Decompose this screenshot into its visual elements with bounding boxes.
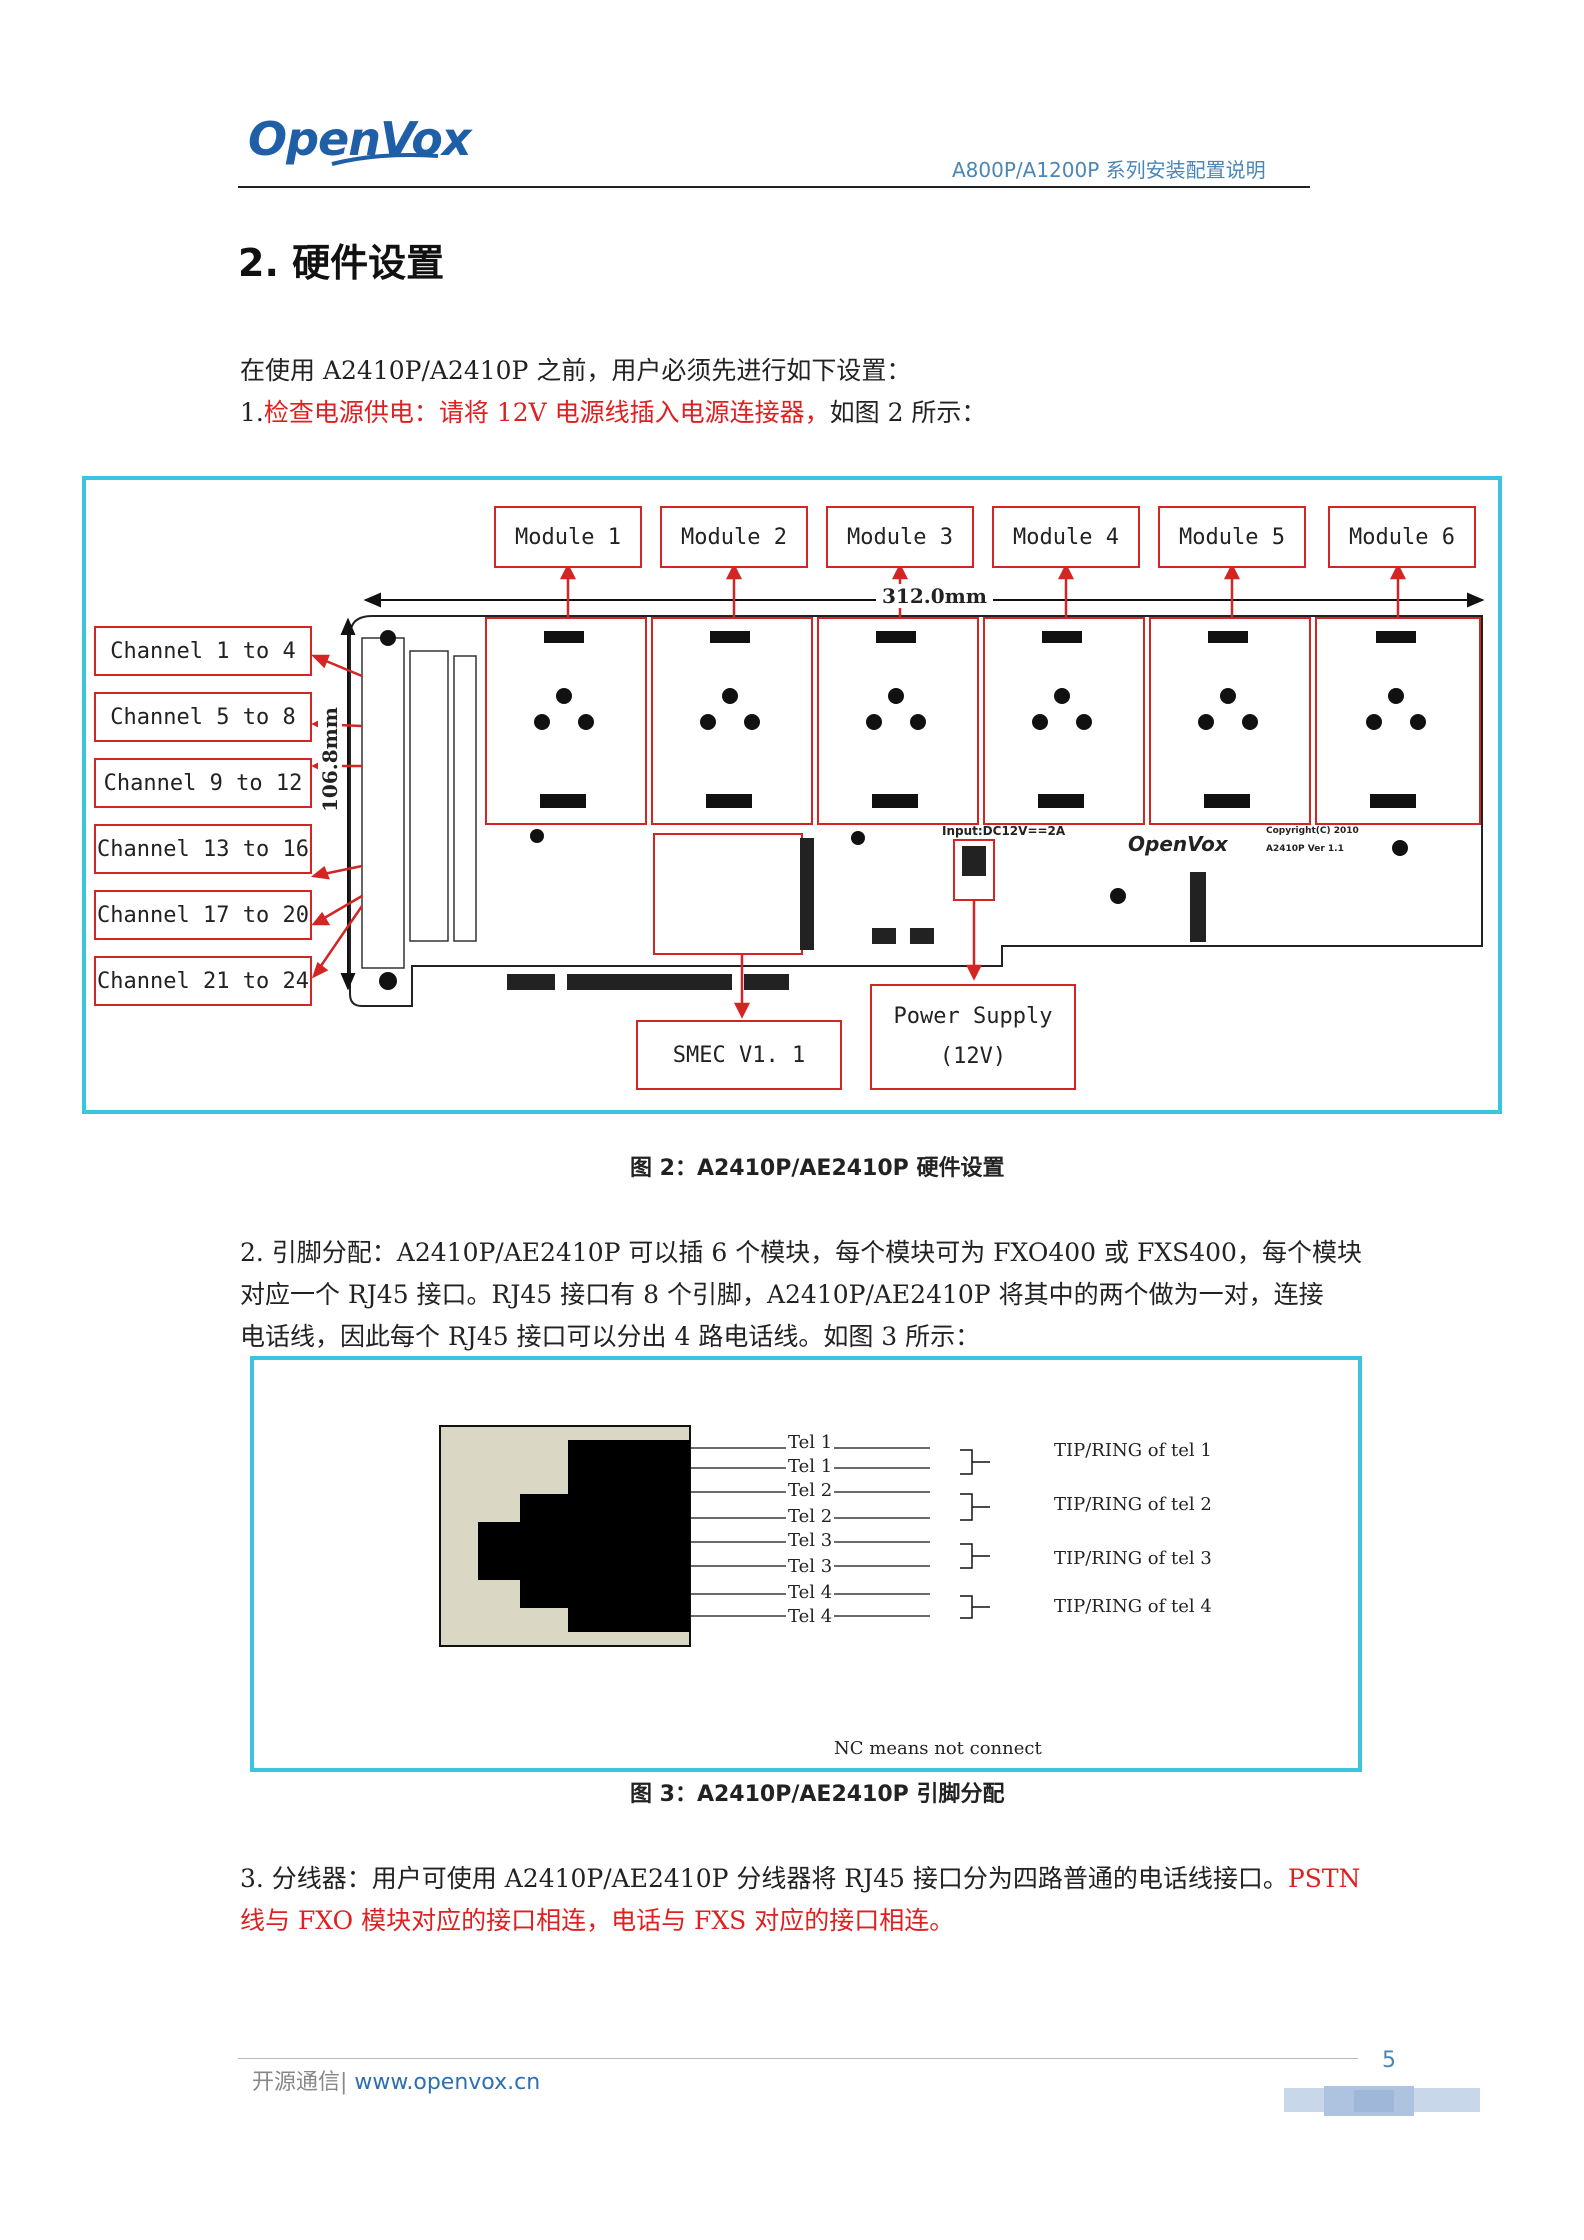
edge-connector-right [744,974,789,990]
step-3-text: 3. 分线器：用户可使用 A2410P/AE2410P 分线器将 RJ45 接口… [240,1864,1288,1893]
pin-1-label: Tel 1 [786,1432,835,1453]
step-3-line-2: 线与 FXO 模块对应的接口相连，电话与 FXS 对应的接口相连。 [240,1906,955,1935]
document-title: A800P/A1200P 系列安装配置说明 [952,158,1266,182]
board-diagram [310,563,1485,1019]
smec-arrow [733,954,751,1019]
module-1-label: Module 1 [494,506,642,568]
power-supply-line-2: (12V) [939,1044,1007,1069]
step-2-line-3: 电话线，因此每个 RJ45 接口可以分出 4 路电话线。如图 3 所示： [240,1322,981,1351]
board-brand-label: OpenVox [1128,832,1228,856]
module-6-label: Module 6 [1328,506,1476,568]
pin-7-label: Tel 4 [786,1582,835,1603]
figure-3-frame [250,1356,1362,1772]
smec-label: SMEC V1. 1 [636,1020,842,1090]
module-arrows [559,563,1407,618]
channel-1-4-label: Channel 1 to 4 [94,626,312,676]
module-2-label: Module 2 [660,506,808,568]
header-divider [238,186,1310,188]
logo-swoosh-icon [331,153,439,166]
step-1-suffix: 如图 2 所示： [829,398,987,427]
step-2-line-2: 对应一个 RJ45 接口。RJ45 接口有 8 个引脚，A2410P/AE241… [240,1280,1324,1309]
footer-company: 开源通信| www.openvox.cn [252,2064,540,2096]
figure-2-frame [82,476,1502,1114]
step-1-text: 1.检查电源供电：请将 12V 电源线插入电源连接器，如图 2 所示： [240,392,986,434]
channel-21-24-label: Channel 21 to 24 [94,956,312,1006]
pair-1-label: TIP/RING of tel 1 [1054,1440,1212,1461]
step-1-prefix: 1. [240,398,264,427]
pin-8-label: Tel 4 [786,1606,835,1627]
width-dimension-label: 312.0mm [876,584,993,608]
channel-9-12-label: Channel 9 to 12 [94,758,312,808]
power-connector-body [962,846,986,876]
edge-connector-left [507,974,555,990]
height-dimension-label: 106.8mm [318,703,342,816]
pin-6-label: Tel 3 [786,1556,835,1577]
module-slots [485,617,1481,825]
mounting-hole-top [380,630,396,646]
component-a [872,928,896,944]
intro-text: 在使用 A2410P/A2410P 之前，用户必须先进行如下设置： [240,356,912,385]
power-arrow [965,900,983,981]
component-header [1190,872,1206,942]
pin-3-label: Tel 2 [786,1480,835,1501]
rj45-jack-opening [478,1440,690,1632]
step-2-line-1: 2. 引脚分配：A2410P/AE2410P 可以插 6 个模块，每个模块可为 … [240,1238,1362,1267]
channel-5-8-label: Channel 5 to 8 [94,692,312,742]
channel-17-20-label: Channel 17 to 20 [94,890,312,940]
board-input-label: Input:DC12V==2A [942,824,1066,838]
pin-4-label: Tel 2 [786,1506,835,1527]
pair-4-label: TIP/RING of tel 4 [1054,1596,1212,1617]
footer-decoration-icon [1284,2086,1480,2116]
board-copyright-label: Copyright(C) 2010 [1266,826,1359,836]
module-details [534,631,1426,808]
figure-2-caption: 图 2：A2410P/AE2410P 硬件设置 [630,1156,1005,1181]
page-number: 5 [1382,2048,1396,2073]
module-5-label: Module 5 [1158,506,1306,568]
power-supply-label: Power Supply (12V) [870,984,1076,1090]
footer-divider [238,2058,1358,2059]
figure-3-caption: 图 3：A2410P/AE2410P 引脚分配 [630,1782,1005,1807]
step-1-warning: 检查电源供电：请将 12V 电源线插入电源连接器， [263,398,830,427]
footer-company-name: 开源通信| [252,2070,348,2095]
module-4-label: Module 4 [992,506,1140,568]
mounting-hole-m4 [851,831,865,845]
module-3-label: Module 3 [826,506,974,568]
footer-url-link[interactable]: www.openvox.cn [354,2070,541,2095]
component-b [910,928,934,944]
pair-brackets [960,1449,990,1619]
section-title: 2. 硬件设置 [238,241,445,285]
nc-note: NC means not connect [834,1738,1042,1759]
mounting-hole-bottom [379,972,397,990]
channel-13-16-label: Channel 13 to 16 [94,824,312,874]
step-3-pstn: PSTN [1287,1864,1361,1893]
pin-5-label: Tel 3 [786,1530,835,1551]
step-3-line-1: 3. 分线器：用户可使用 A2410P/AE2410P 分线器将 RJ45 接口… [240,1858,1360,1900]
board-version-label: A2410P Ver 1.1 [1266,844,1344,854]
rj45-pin-diagram [439,1425,990,1647]
smec-chip-pins [800,838,814,950]
edge-connector-mid [567,974,732,990]
mounting-hole-m1 [530,829,544,843]
pin-2-label: Tel 1 [786,1456,835,1477]
pair-3-label: TIP/RING of tel 3 [1054,1548,1212,1569]
mounting-hole-m3 [1110,888,1126,904]
power-supply-line-1: Power Supply [893,1004,1053,1029]
smec-chip-outline [653,833,803,955]
mounting-hole-m2 [1392,840,1408,856]
pair-2-label: TIP/RING of tel 2 [1054,1494,1212,1515]
